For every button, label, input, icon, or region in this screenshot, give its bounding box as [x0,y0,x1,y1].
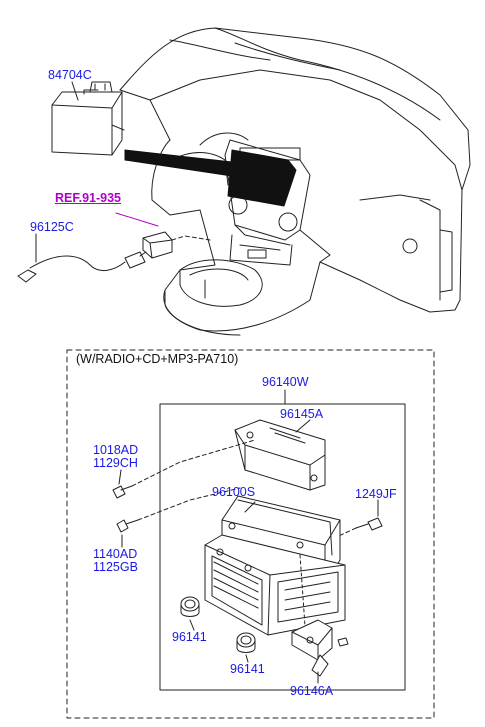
label-side-bracket: 96145A [280,407,324,421]
leader-96141-left [189,619,195,631]
head-unit-bracket-frame [159,403,406,691]
label-bolt-lower-a: 1140AD [93,547,138,561]
label-bolt-lower-b: 1125GB [93,560,138,574]
label-deck-unit: 96100S [212,485,256,499]
leader-1018AD [118,469,122,485]
leader-96141-right [245,654,249,663]
label-cable: 96125C [30,220,74,234]
leader-96100S [244,501,256,513]
label-reference[interactable]: REF.91-935 [55,191,122,205]
label-head-unit: 96140W [262,375,309,389]
leader-84704C [71,81,79,101]
box-title: (W/RADIO+CD+MP3-PA710) [76,352,239,366]
dashboard-illustration [119,27,471,336]
display-monitor-part [51,81,125,156]
leader-ref [115,212,159,227]
knob-left-part [180,596,200,617]
label-knob-left: 96141 [172,630,207,644]
bolt-upper [112,439,256,499]
head-unit-part [204,534,346,641]
radio-kit-box [66,349,435,719]
lower-bracket-part [291,619,349,677]
bolt-lower [116,487,241,533]
knob-right-part [236,632,256,653]
leader-96145A [295,419,311,433]
label-bolt-upper-a: 1018AD [93,443,139,457]
label-display-monitor: 84704C [48,68,92,82]
label-bolt-upper-b: 1129CH [93,456,138,470]
label-screw-right: 1249JF [355,487,397,501]
side-bracket-part [234,419,326,491]
cable-part [17,231,211,283]
label-lower-bracket: 96146A [290,684,334,698]
label-knob-right: 96141 [230,662,265,676]
